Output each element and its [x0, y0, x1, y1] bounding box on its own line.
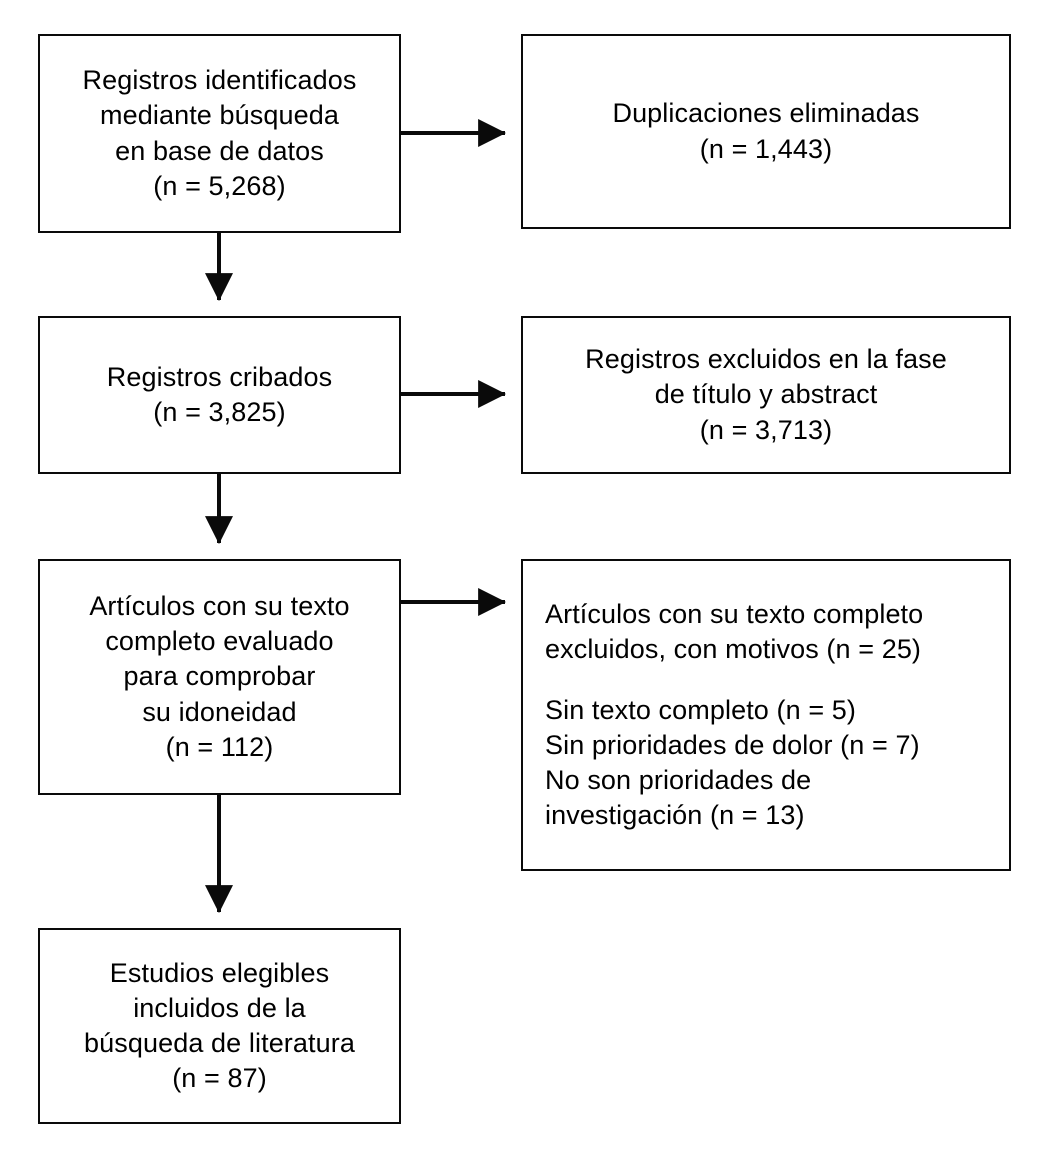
- node-records-excluded-title-abstract[interactable]: Registros excluidos en la fase de título…: [521, 316, 1011, 474]
- exclusion-reason: Sin texto completo (n = 5): [545, 694, 857, 725]
- node-line: incluidos de la: [133, 992, 306, 1023]
- node-eligible-studies-included[interactable]: Estudios elegibles incluidos de la búsqu…: [38, 928, 401, 1124]
- node-count-label: (n = 3,825): [153, 397, 286, 427]
- node-line: de título y abstract: [654, 379, 878, 410]
- node-count-label: (n = 87): [172, 1063, 267, 1094]
- node-line: Registros cribados: [106, 361, 333, 392]
- node-records-identified[interactable]: Registros identificados mediante búsqued…: [38, 34, 401, 233]
- node-count-label: (n = 5,268): [153, 170, 286, 201]
- node-line: Registros identificados: [82, 65, 357, 96]
- excluded-heading-line: excluidos, con motivos (n = 25): [545, 633, 922, 664]
- node-line: Artículos con su texto: [89, 591, 350, 622]
- node-line: búsqueda de literatura: [84, 1028, 355, 1058]
- node-line: Registros excluidos en la fase: [585, 344, 947, 375]
- node-line: para comprobar: [123, 661, 316, 692]
- node-line: en base de datos: [115, 135, 324, 166]
- node-count-label: (n = 1,443): [699, 133, 833, 164]
- node-count-label: (n = 3,713): [699, 414, 833, 445]
- node-line: su idoneidad: [142, 696, 297, 727]
- node-line: mediante búsqueda: [100, 100, 339, 131]
- node-line: Duplicaciones eliminadas: [612, 98, 920, 129]
- exclusion-reason: No son prioridades de: [545, 765, 812, 796]
- node-line: Estudios elegibles: [109, 957, 330, 988]
- exclusion-reason: investigación (n = 13): [545, 800, 805, 831]
- node-count-label: (n = 112): [165, 731, 274, 762]
- node-line: completo evaluado: [105, 626, 334, 657]
- node-fulltext-excluded-with-reasons[interactable]: Artículos con su texto completo excluido…: [521, 559, 1011, 871]
- exclusion-reason: Sin prioridades de dolor (n = 7): [545, 730, 920, 760]
- node-duplicates-removed[interactable]: Duplicaciones eliminadas (n = 1,443): [521, 34, 1011, 229]
- node-records-screened[interactable]: Registros cribados (n = 3,825): [38, 316, 401, 474]
- excluded-heading-line: Artículos con su texto completo: [545, 598, 924, 629]
- node-fulltext-assessed[interactable]: Artículos con su texto completo evaluado…: [38, 559, 401, 795]
- paragraph-spacer: [545, 667, 923, 693]
